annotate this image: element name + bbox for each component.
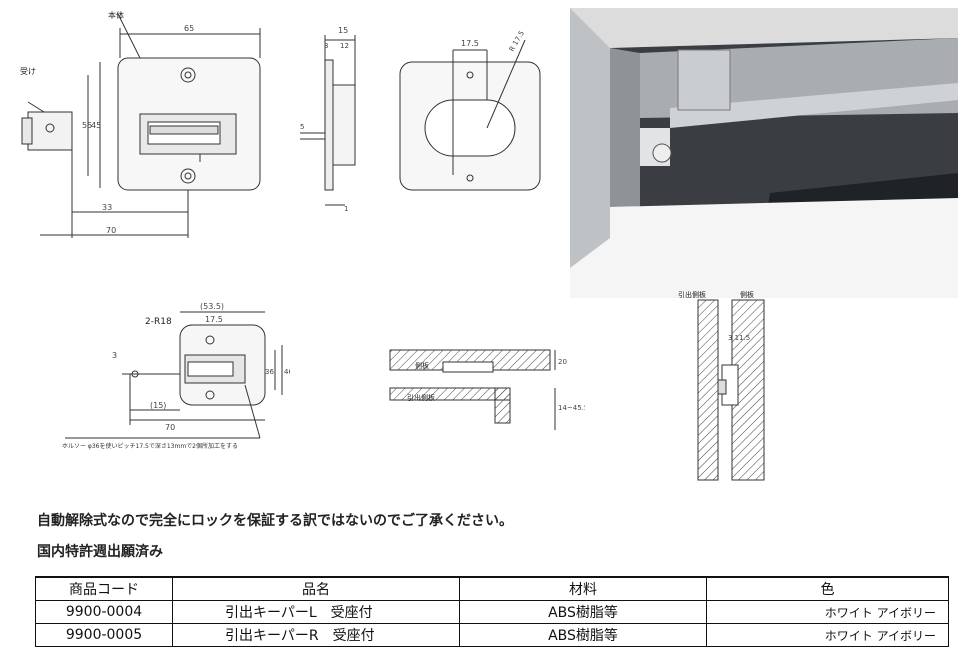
mount-dim-overall: (53.5) (200, 302, 224, 311)
section-dim-thick: 20 (558, 358, 567, 366)
table-row: 9900-0005 引出キーパーR 受座付 ABS樹脂等 ホワイト アイボリー (35, 623, 949, 647)
mount-drawing: 2-R18 (53.5) 17.5 36 46 3 (15) 70 ホルソー φ… (62, 302, 290, 450)
side-dim-bottom: 1 (344, 205, 348, 213)
section-drawing: 側板 引出側板 20 14~45.5 (389, 349, 585, 430)
note-patent: 国内特許週出願済み (37, 544, 163, 560)
label-body: 本体 (108, 10, 124, 20)
cell-code: 9900-0005 (35, 623, 173, 647)
mount-label-radius: 2-R18 (145, 317, 172, 327)
note-auto-release: 自動解除式なので完全にロックを保証する訳ではないのでご了承ください。 (37, 513, 513, 529)
header-color: 色 (706, 576, 949, 601)
dim-height-inner: 45 (91, 121, 101, 130)
front-dim: 3 11.5 (728, 334, 750, 342)
label-receiver: 受け (20, 66, 36, 76)
dim-height-outer: 55 (82, 121, 92, 130)
cell-name: 引出キーパーL 受座付 (172, 600, 460, 624)
side-dim-top: 15 (338, 26, 348, 35)
side-view-drawing: 15 3 12 5 1 (300, 26, 356, 213)
cutout-dim-radius: R 17.5 (508, 30, 526, 53)
mount-dim-h2: 46 (284, 368, 290, 376)
cutout-dim-pitch: 17.5 (461, 39, 479, 48)
section-label-side: 側板 (415, 361, 429, 370)
header-name: 品名 (172, 576, 460, 601)
side-dim-left: 3 (324, 42, 328, 50)
front-section-drawing: 引出側板 側板 3 11.5 (678, 290, 765, 481)
spec-table: 商品コード 品名 材料 色 9900-0004 引出キーパーL 受座付 ABS樹… (35, 576, 949, 647)
cell-material: ABS樹脂等 (459, 600, 707, 624)
side-dim-mid: 5 (300, 123, 304, 131)
mount-dim-side: 3 (112, 351, 117, 360)
cell-color: ホワイト アイボリー (706, 600, 949, 624)
front-view-drawing: 本体 受け 65 55 45 33 70 (20, 10, 261, 238)
cell-material: ABS樹脂等 (459, 623, 707, 647)
cell-color: ホワイト アイボリー (706, 623, 949, 647)
front-label-side: 側板 (740, 290, 754, 299)
table-header-row: 商品コード 品名 材料 色 (35, 576, 949, 601)
section-dim-range: 14~45.5 (558, 404, 585, 412)
mount-dim-offset: (15) (150, 401, 166, 410)
cell-code: 9900-0004 (35, 600, 173, 624)
dim-width: 65 (184, 24, 194, 33)
product-photo (570, 8, 958, 298)
photo-graphic (570, 8, 958, 298)
header-material: 材料 (459, 576, 707, 601)
mount-dim-h1: 36 (265, 368, 274, 376)
mount-dim-total: 70 (165, 423, 175, 432)
mount-note: ホルソー φ36を使いピッチ17.5で深さ13mmで2個所加工をする (62, 442, 238, 450)
dim-total: 70 (106, 226, 116, 235)
cutout-drawing: 17.5 R 17.5 (399, 30, 541, 191)
front-label-drawer-side: 引出側板 (678, 290, 706, 299)
table-row: 9900-0004 引出キーパーL 受座付 ABS樹脂等 ホワイト アイボリー (35, 600, 949, 624)
dim-offset: 33 (102, 203, 112, 212)
mount-dim-pitch: 17.5 (205, 315, 223, 324)
side-dim-right: 12 (340, 42, 349, 50)
section-label-drawer: 引出側板 (407, 393, 435, 402)
cell-name: 引出キーパーR 受座付 (172, 623, 460, 647)
header-code: 商品コード (35, 576, 173, 601)
